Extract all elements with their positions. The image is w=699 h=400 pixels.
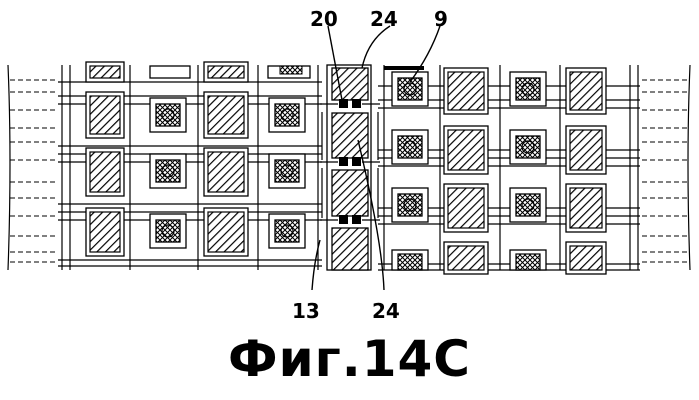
pixel-electrode	[208, 152, 244, 192]
pixel-electrode	[448, 130, 484, 170]
ref-numeral-20: 20	[310, 7, 338, 31]
transistor-20a	[339, 99, 348, 108]
ref-numeral-13: 13	[292, 299, 320, 323]
thin-film-transistor	[275, 220, 299, 242]
ref-numeral-9: 9	[434, 7, 448, 31]
pixel-electrode	[570, 188, 602, 228]
thin-film-transistor	[156, 220, 180, 242]
transistor-20e	[339, 215, 348, 224]
central-drive-region	[320, 65, 380, 270]
transistor-20f	[352, 215, 361, 224]
pixel-electrode	[90, 212, 120, 252]
pixel-electrode	[570, 130, 602, 170]
thin-film-transistor	[516, 78, 540, 100]
thin-film-transistor	[275, 104, 299, 126]
thin-film-transistor	[398, 136, 422, 158]
central-electrode-mid	[332, 113, 368, 158]
thin-film-transistor	[398, 194, 422, 216]
ref-numeral-24-bottom: 24	[372, 299, 400, 323]
transistor-20d	[352, 157, 361, 166]
transistor-20b	[352, 99, 361, 108]
thin-film-transistor	[516, 194, 540, 216]
pixel-electrode	[90, 152, 120, 192]
pixel-electrode	[448, 188, 484, 228]
figure-caption: Фиг.14C	[0, 330, 699, 388]
thin-film-transistor	[156, 104, 180, 126]
pixel-electrode	[90, 96, 120, 134]
pixel-electrode	[570, 246, 602, 270]
central-electrode-low	[332, 170, 368, 216]
pixel-electrode	[90, 66, 120, 78]
transistor-20c	[339, 157, 348, 166]
thin-film-transistor	[516, 136, 540, 158]
pixel-electrode	[208, 66, 244, 78]
pixel-electrode	[208, 212, 244, 252]
pixel-electrode	[570, 72, 602, 110]
ref-numeral-24-top: 24	[370, 7, 398, 31]
thin-film-transistor	[156, 160, 180, 182]
pixel-electrode	[448, 72, 484, 110]
pixel-electrode	[448, 246, 484, 270]
thin-film-transistor	[275, 160, 299, 182]
pixel-electrode	[208, 96, 244, 134]
central-electrode-bottom	[332, 228, 368, 270]
